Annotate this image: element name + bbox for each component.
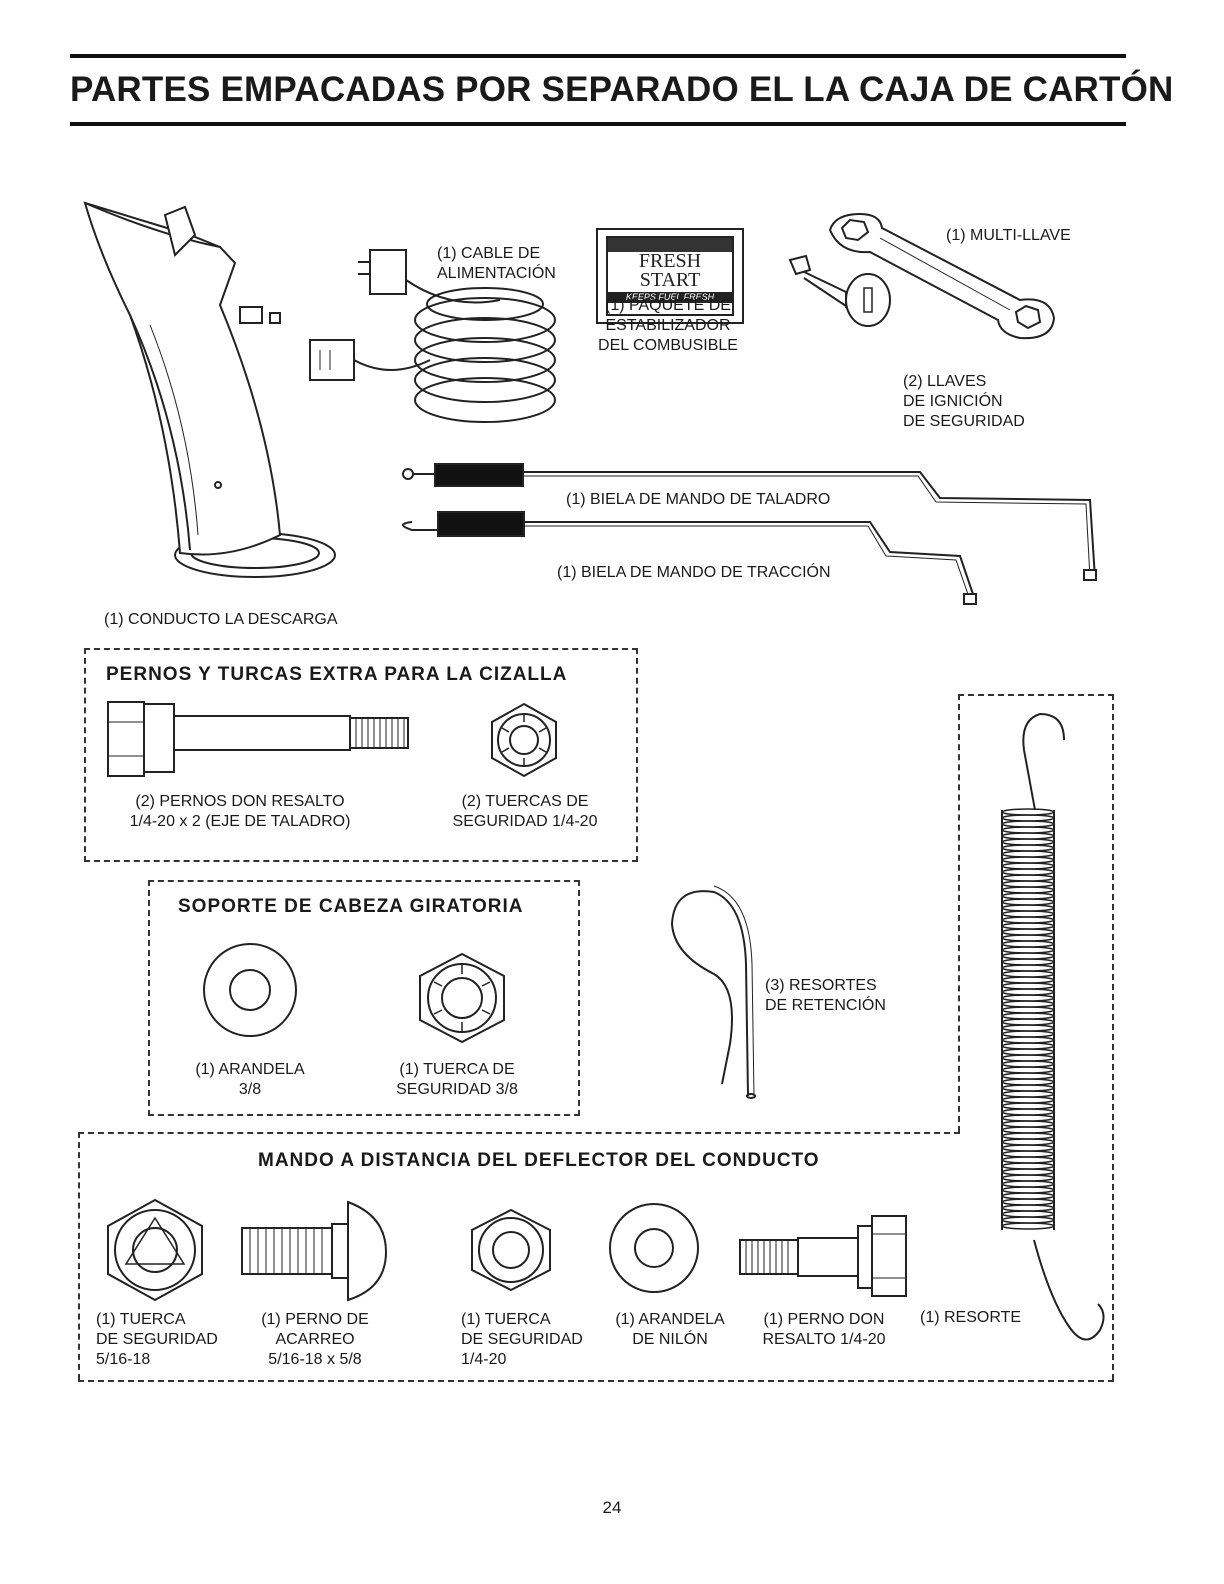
spring-section-right [1112,694,1114,1380]
swivel-section-box [148,880,580,1116]
lock-nut-shear-illustration [491,702,557,778]
control-rods-illustration [402,463,1097,605]
nylon-washer-label: (1) ARANDELA DE NILÓN [615,1311,725,1348]
ignition-keys-text: (2) LLAVES DE IGNICIÓN DE SEGURIDAD [903,373,1025,430]
remote-section-top [78,1132,960,1134]
lock-nut-38-illustration [419,952,505,1044]
remote-section-title: MANDO A DISTANCIA DEL DEFLECTOR DEL COND… [258,1150,820,1171]
ignition-keys-illustration [788,254,891,327]
chute-label: (1) CONDUCTO LA DESCARGA [104,611,338,628]
spring-section-left [958,694,960,1132]
power-cord-label: (1) CABLE DE ALIMENTACIÓN [437,245,556,282]
spring-section-box [958,694,1114,696]
spring-label: (1) RESORTE [920,1309,1022,1326]
nylon-washer-illustration [609,1203,699,1293]
lock-nuts-shear-label: (2) TUERCAS DE SEGURIDAD 1/4-20 [452,793,598,830]
remote-section-bottom [78,1380,1114,1382]
shear-section-box [84,648,638,862]
spring-illustration [1001,712,1105,1341]
shoulder-bolt-illustration [107,701,409,777]
remote-section-left [78,1132,80,1380]
traction-rod-label: (1) BIELA DE MANDO DE TRACCIÓN [557,564,831,581]
multi-wrench-illustration [828,212,1056,340]
stabilizer-label: (1) PAQUETE DE ESTABILIZADOR DEL COMBUSI… [598,297,738,354]
retaining-spring-illustration [670,885,756,1099]
power-cord-illustration [309,249,556,423]
swivel-section-title: SOPORTE DE CABEZA GIRATORIA [178,896,524,917]
lock-nut-1-4-illustration [471,1208,551,1292]
retaining-springs-label: (3) RESORTES DE RETENCIÓN [765,977,886,1014]
lock-nut-38-label: (1) TUERCA DE SEGURIDAD 3/8 [396,1061,518,1098]
top-rule [70,54,1126,58]
carriage-bolt-illustration [241,1200,388,1302]
multi-wrench-label: (1) MULTI-LLAVE [946,227,1071,244]
page-number: 24 [602,1498,622,1517]
shoulder-bolt-remote-label: (1) PERNO DON RESALTO 1/4-20 [762,1311,886,1348]
lock-nut-5-16-illustration [107,1198,203,1302]
washer-38-illustration [203,943,297,1037]
fuel-stabilizer-package: FRESH START KEEPS FUEL FRESH [596,228,744,324]
shear-section-title: PERNOS Y TURCAS EXTRA PARA LA CIZALLA [106,664,568,685]
page-title: PARTES EMPACADAS POR SEPARADO EL LA CAJA… [70,70,1174,109]
lock-nut-5-16-label: (1) TUERCA DE SEGURIDAD 5/16-18 [96,1311,218,1368]
discharge-chute-illustration [83,201,336,578]
washer-38-label: (1) ARANDELA 3/8 [195,1061,305,1098]
fresh-start-line2: START [639,269,701,291]
carriage-bolt-label: (1) PERNO DE ACARREO 5/16-18 x 5/8 [261,1311,369,1368]
fresh-start-line1: FRESH [638,250,702,272]
auger-rod-label: (1) BIELA DE MANDO DE TALADRO [566,491,831,508]
shoulder-bolts-label: (2) PERNOS DON RESALTO 1/4-20 x 2 (EJE D… [129,793,351,830]
bottom-title-rule [70,122,1126,126]
shoulder-bolt-remote-illustration [739,1215,907,1297]
lock-nut-1-4-label: (1) TUERCA DE SEGURIDAD 1/4-20 [461,1311,583,1368]
fresh-start-band: KEEPS FUEL FRESH [608,292,732,303]
